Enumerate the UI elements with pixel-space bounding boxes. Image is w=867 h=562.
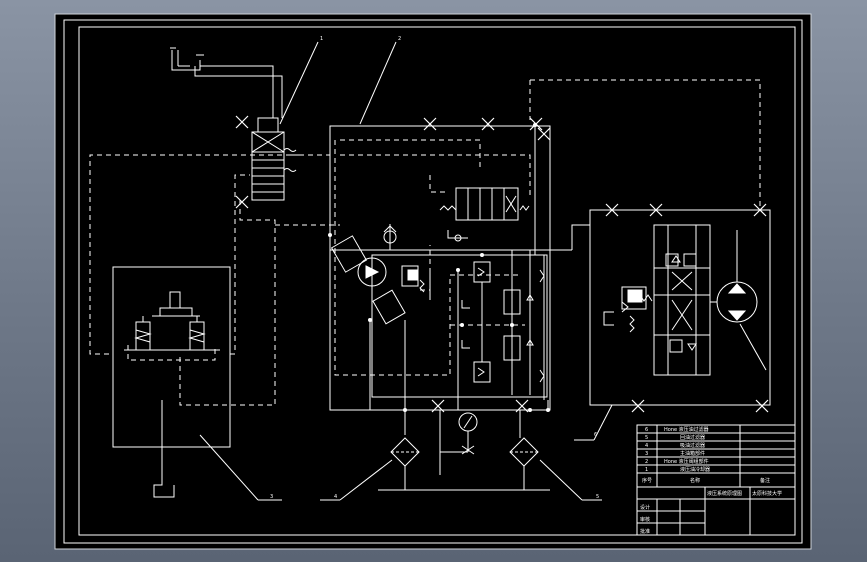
suction-filter	[390, 437, 420, 490]
callout-5: 5	[596, 494, 599, 500]
row-3-name: 主油箱部件	[680, 450, 705, 457]
oil-tank	[112, 266, 231, 498]
leader-line-4	[339, 459, 393, 501]
checker-label: 审核	[640, 516, 650, 523]
row-4-name: 吸油过滤器	[680, 442, 705, 449]
leader-line-2	[359, 41, 397, 125]
pressure-gauge	[440, 412, 478, 455]
outer-frame	[63, 19, 803, 544]
callout-2: 2	[398, 36, 401, 42]
approver-label: 批准	[640, 528, 650, 535]
leader-line-5	[539, 459, 583, 501]
header-no: 序号	[642, 477, 652, 484]
designer-label: 设计	[640, 504, 650, 511]
dashed-drain-lines	[89, 79, 761, 406]
callout-1: 1	[320, 36, 323, 42]
header-name: 名称	[690, 477, 700, 484]
leader-line-3	[199, 434, 259, 501]
row-2-no: 2	[645, 459, 648, 465]
cooler	[170, 47, 297, 201]
callout-4: 4	[334, 494, 337, 500]
junction-dots	[328, 123, 550, 412]
callout-6: 6	[594, 432, 597, 438]
header-note: 备注	[760, 477, 770, 484]
drawing-sheet	[54, 13, 812, 550]
row-6-name: Hone 液压油过滤器	[664, 426, 709, 433]
row-5-name: 回油过滤器	[680, 434, 705, 441]
valve-block	[329, 125, 590, 475]
row-4-no: 4	[645, 443, 648, 449]
drawing-title: 液压系统原理图	[707, 490, 742, 497]
row-6-no: 6	[645, 427, 648, 433]
row-1-no: 1	[645, 467, 648, 473]
row-2-name: Hone 液压阀组部件	[664, 458, 709, 465]
leader-line-1	[279, 41, 319, 125]
motor-valve-block	[589, 209, 771, 406]
row-1-name: 液压油冷却器	[680, 466, 710, 473]
title-block-text: 6 Hone 液压油过滤器 5 回油过滤器 4 吸油过滤器 3 主油箱部件 2 …	[640, 426, 782, 535]
school-name: 太原科技大学	[752, 490, 782, 497]
return-filter	[509, 437, 539, 490]
inner-frame	[78, 26, 796, 536]
title-block-grid	[636, 424, 796, 536]
callout-3: 3	[270, 494, 273, 500]
leader-line-6	[593, 404, 613, 441]
row-5-no: 5	[645, 435, 648, 441]
part-callouts: 1 2 3 4 5 6	[270, 36, 599, 500]
row-3-no: 3	[645, 451, 648, 457]
